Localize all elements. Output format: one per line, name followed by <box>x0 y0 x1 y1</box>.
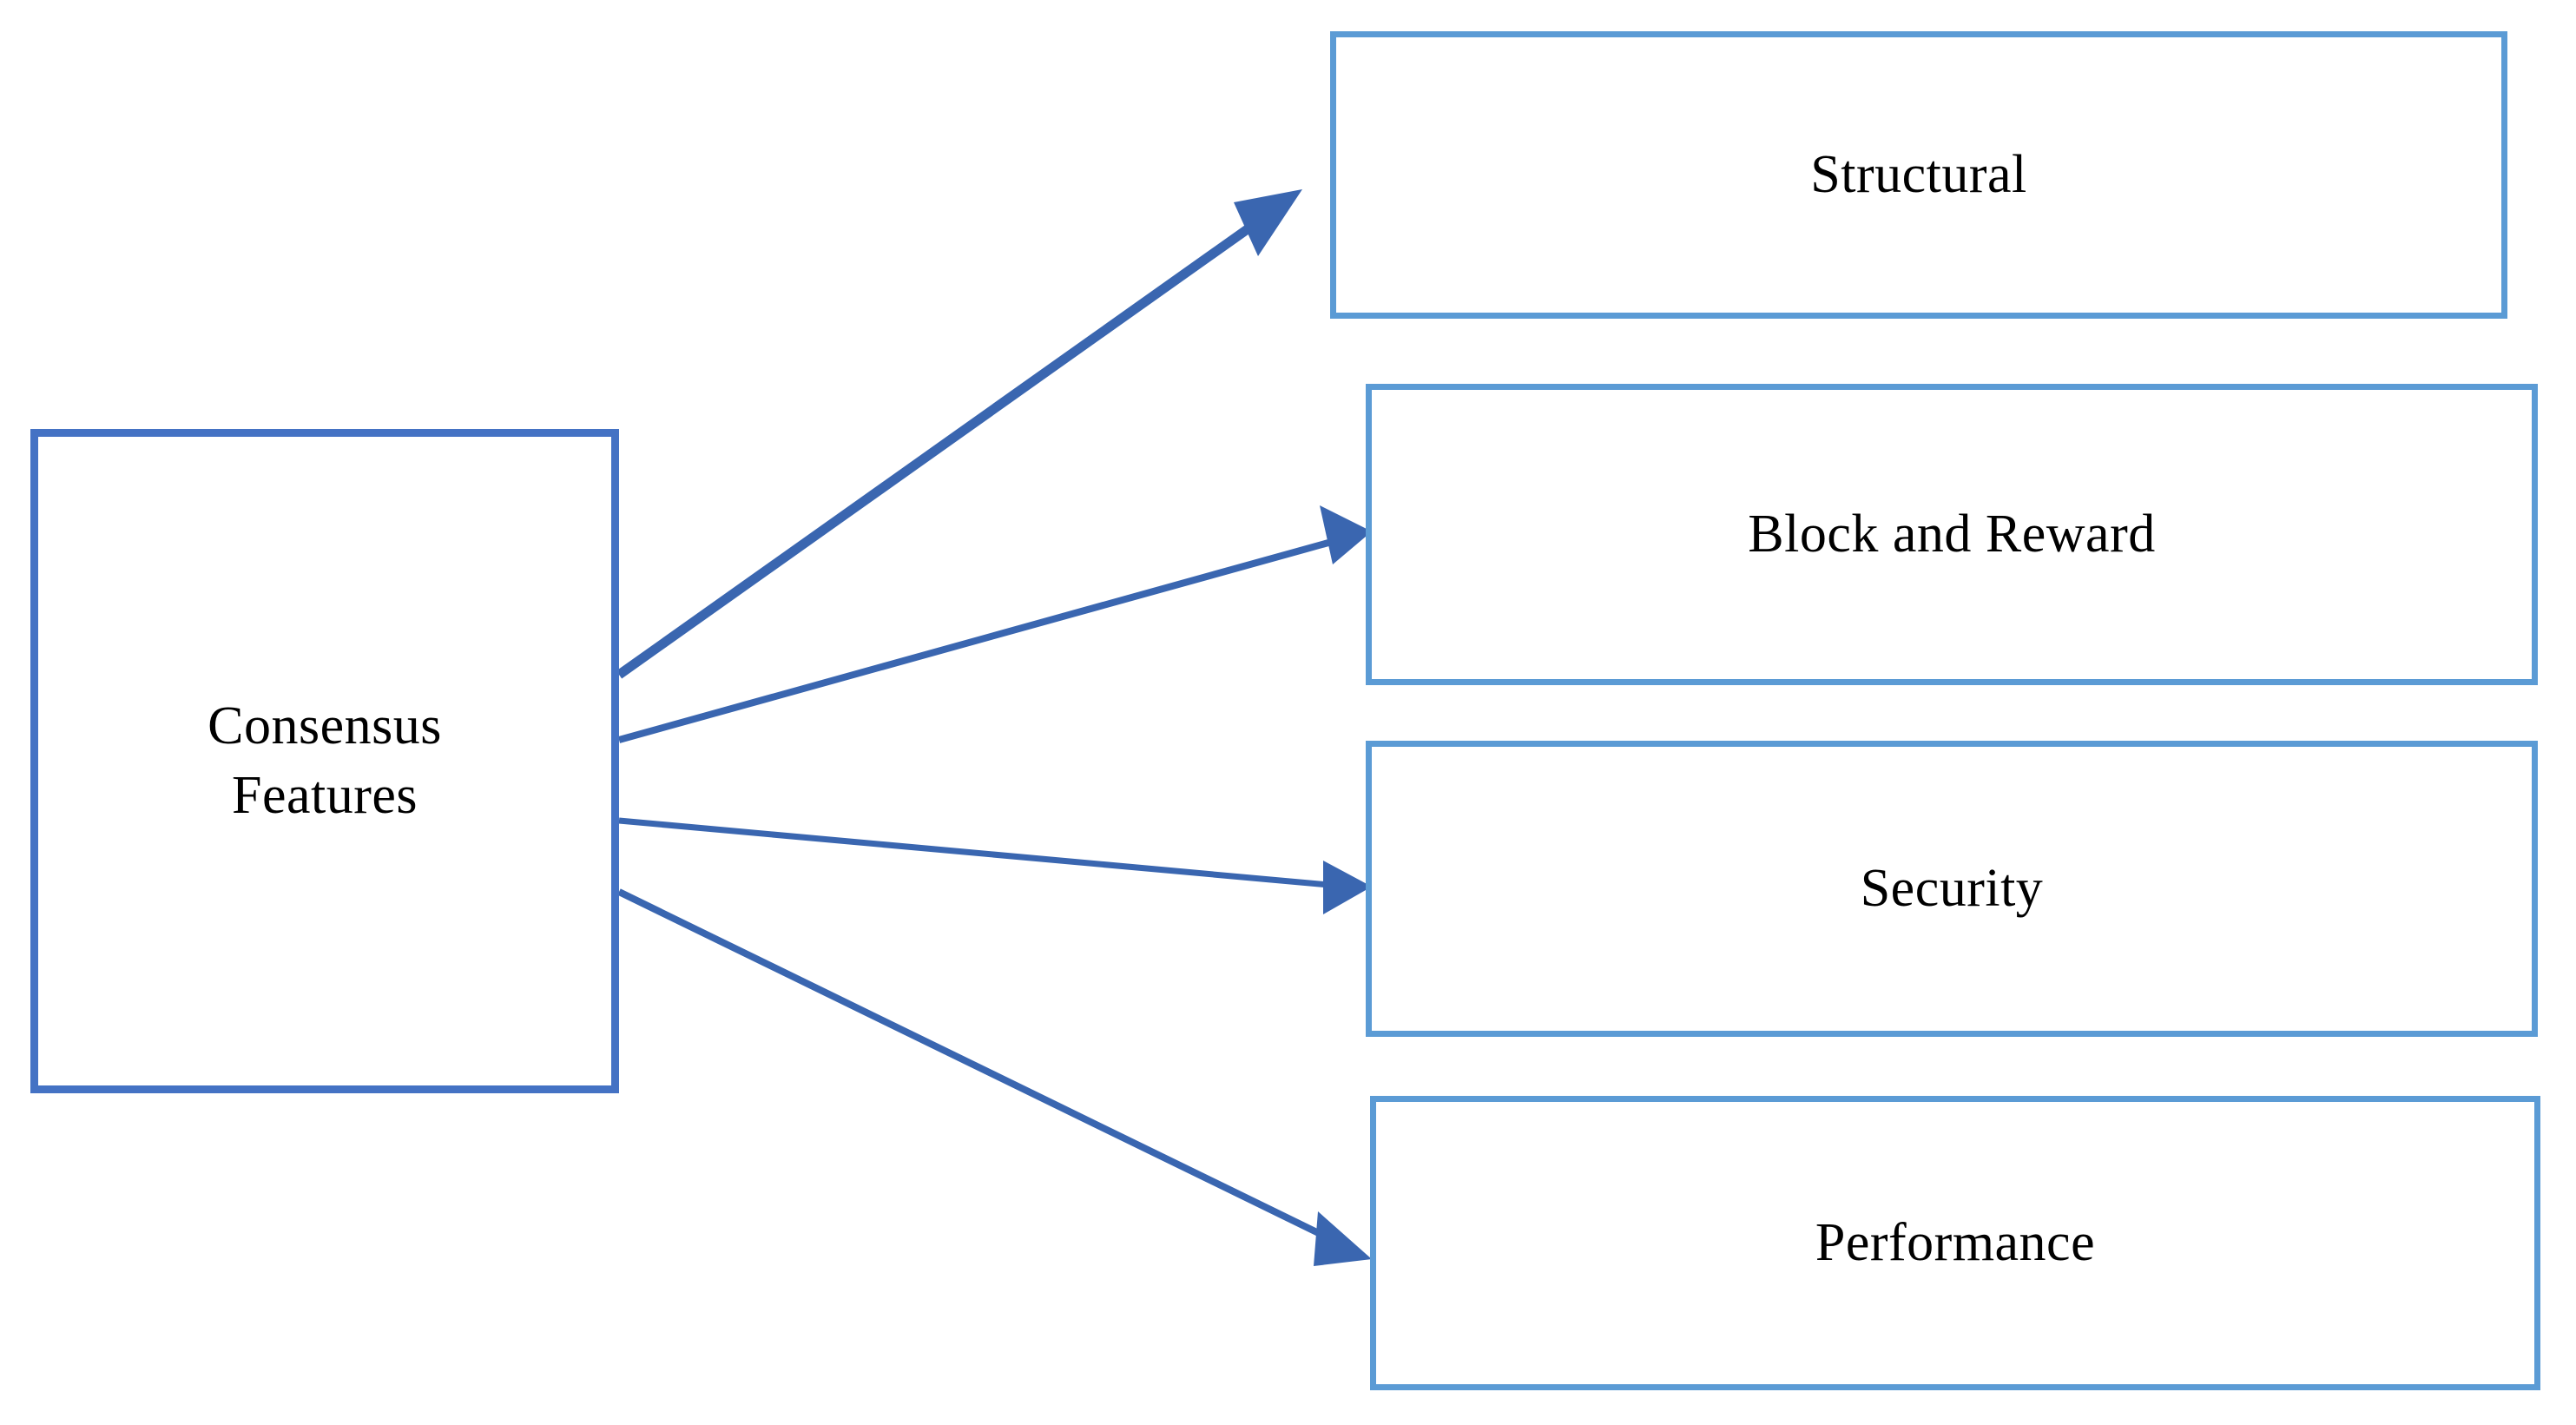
connector-performance-line <box>617 888 1328 1240</box>
connector-security-line <box>618 817 1329 888</box>
connector-structural-arrowhead <box>1234 189 1302 256</box>
connector-structural <box>616 189 1302 679</box>
node-block-and-reward-label: Block and Reward <box>1748 504 2156 564</box>
node-security-label: Security <box>1860 858 2044 918</box>
connector-security-arrowhead <box>1323 861 1372 914</box>
connector-block-and-reward <box>617 505 1372 743</box>
connector-performance-arrowhead <box>1314 1211 1372 1266</box>
node-structural-label: Structural <box>1810 144 2027 204</box>
connector-block-and-reward-arrowhead <box>1320 505 1372 564</box>
connector-block-and-reward-line <box>617 539 1330 743</box>
node-performance-label: Performance <box>1815 1212 2096 1272</box>
connector-performance <box>617 888 1372 1266</box>
connector-security <box>618 817 1372 914</box>
node-security[interactable]: Security <box>1366 741 2538 1037</box>
node-performance[interactable]: Performance <box>1370 1096 2540 1390</box>
node-consensus-features-label: Consensus Features <box>208 696 442 825</box>
node-structural[interactable]: Structural <box>1330 31 2507 319</box>
node-block-and-reward[interactable]: Block and Reward <box>1366 384 2538 685</box>
connector-structural-line <box>616 214 1267 679</box>
node-consensus-features[interactable]: Consensus Features <box>30 429 619 1093</box>
